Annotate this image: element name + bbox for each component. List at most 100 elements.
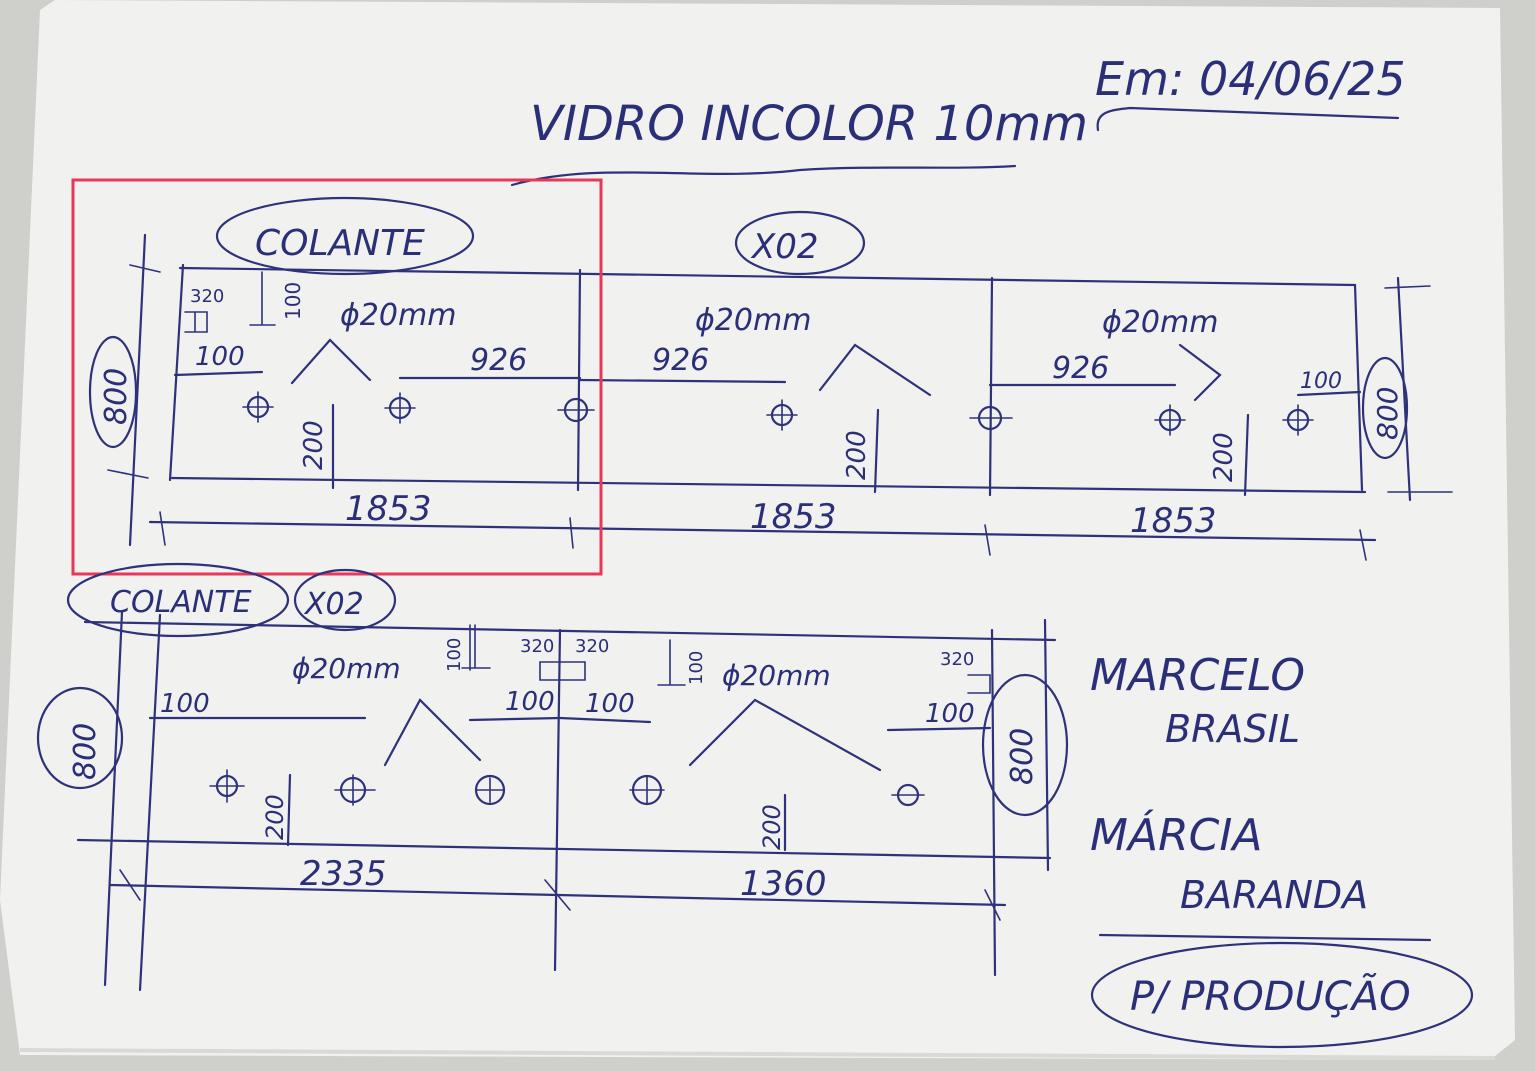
dim-926-b-label: 926 (652, 343, 709, 378)
hole-6 (1154, 404, 1186, 436)
diameter2-leader-1 (383, 698, 482, 767)
hole2-diameter-label-1: ϕ20mm (292, 652, 401, 685)
diameter-leader-3 (1178, 343, 1222, 402)
dim-ticks-width-top (159, 511, 1367, 561)
colante-label-top: COLANTE (255, 223, 425, 264)
quantity-ellipse-top (734, 210, 866, 276)
dim-line-100-right (1296, 390, 1362, 397)
width2-label-right: 1360 (740, 864, 827, 904)
width-label-a: 1853 (345, 489, 432, 529)
width2-label-left: 2335 (300, 854, 387, 894)
top-drawing: COLANTE X02 800 800 1853 1853 1853 320 1… (88, 196, 1453, 561)
stamp-ellipse (1090, 941, 1474, 1049)
hole2-diameter-label-2: ϕ20mm (722, 659, 831, 692)
dim-200-a-label: 200 (299, 420, 329, 470)
drawing-title: VIDRO INCOLOR 10mm (530, 96, 1088, 152)
height-label-right: 800 (1371, 387, 1404, 440)
dim-ticks-height-right (1384, 285, 1453, 493)
colante-ellipse-top (215, 196, 475, 276)
hole2-1 (209, 769, 245, 803)
dim-100-top-label: 100 (281, 282, 305, 320)
height-ellipse-left (88, 335, 138, 449)
diameter-leader-2 (818, 343, 932, 397)
hole-diameter-label-3: ϕ20mm (1102, 305, 1218, 340)
dim-line-height-left (128, 233, 147, 547)
dim-ticks-width-bottom (119, 869, 1001, 921)
dim-line2-100-d (461, 624, 491, 669)
dim-line-height-right (1396, 276, 1412, 502)
hole-3 (557, 397, 595, 423)
hole-7 (1282, 404, 1314, 436)
dim2-320-a-label: 320 (520, 636, 554, 657)
dim-ticks-height-left (107, 264, 161, 479)
glass2-bottom-edge (76, 838, 1052, 860)
dim-line-100-left (173, 370, 264, 377)
dim-line-200-b (873, 408, 880, 494)
dim2-320-c-label: 320 (940, 649, 974, 670)
hole-1 (242, 391, 274, 423)
dim-100-vert-line (249, 271, 276, 326)
glass-right-edge (1353, 283, 1364, 492)
date-underline (1096, 106, 1400, 132)
diameter-leader-1 (290, 338, 372, 385)
paper-edge (19, 1048, 1496, 1060)
dim2-100-b-label: 100 (505, 687, 555, 717)
glass2-joint (553, 628, 562, 972)
dim-200-b-label: 200 (842, 430, 872, 480)
diameter2-leader-2 (688, 698, 882, 772)
stamp-top-line (1098, 933, 1432, 942)
height2-label-left: 800 (68, 723, 103, 780)
glass2-right-edge (990, 628, 997, 977)
title-underline (510, 164, 1017, 187)
dim2-100-c-label: 100 (585, 689, 635, 719)
dim2-320-b-label: 320 (575, 636, 609, 657)
name-brasil: BRASIL (1165, 707, 1300, 751)
glass2-right-dim (1043, 618, 1050, 872)
dim2-200-b-label: 200 (758, 804, 786, 850)
highlight-box (71, 178, 603, 576)
dim2-100-d-label: 100 (444, 638, 465, 672)
dim-line2-100-c (558, 716, 652, 724)
quantity-label-bottom: X02 (303, 587, 364, 622)
hole-5 (969, 405, 1013, 431)
dim-320-label: 320 (190, 286, 224, 307)
dim-line2-100-e (657, 639, 686, 686)
height2-label-right: 800 (1005, 728, 1040, 785)
dim-100-right-label: 100 (1300, 369, 1342, 394)
width-label-b: 1853 (750, 497, 837, 537)
hole2-4 (629, 774, 665, 806)
notch-marker (184, 311, 208, 333)
hole2-2 (334, 774, 376, 806)
colante-label-bottom: COLANTE (110, 585, 252, 620)
quantity-label-top: X02 (750, 227, 819, 267)
notch2-marker-right (967, 674, 991, 694)
dim-line2-100-f (886, 726, 992, 732)
dim-line-width-top (148, 520, 1377, 542)
dim-200-c-label: 200 (1209, 432, 1239, 482)
hole2-5 (891, 783, 925, 807)
dim-line-height2-left (103, 610, 124, 987)
hole-2 (384, 392, 416, 424)
bottom-drawing: COLANTE X02 800 800 2335 1360 100 100 10… (36, 562, 1069, 992)
hole-4 (766, 399, 798, 431)
glass-left-edge (168, 263, 185, 482)
name-marcelo: MARCELO (1090, 650, 1305, 701)
hole-diameter-label-2: ϕ20mm (695, 303, 811, 338)
glass2-left-edge (138, 613, 162, 992)
dim2-100-e-label: 100 (686, 651, 707, 685)
name-baranda: BARANDA (1180, 873, 1368, 917)
dim-line2-100-b (468, 716, 562, 722)
height-label-left: 800 (99, 368, 134, 425)
dim-926-c-label: 926 (1052, 351, 1109, 386)
dim2-100-a-label: 100 (160, 689, 210, 719)
dim2-100-f-label: 100 (925, 699, 975, 729)
glass-joint-2 (988, 276, 994, 497)
hole-diameter-label-1: ϕ20mm (340, 298, 456, 333)
dim-100-left-label: 100 (195, 342, 245, 372)
quantity-ellipse-bottom (293, 568, 397, 632)
hole2-3 (474, 774, 506, 806)
dim-line-926-b (578, 378, 787, 384)
dim2-200-a-label: 200 (261, 794, 289, 840)
height-ellipse-right (1361, 356, 1409, 460)
